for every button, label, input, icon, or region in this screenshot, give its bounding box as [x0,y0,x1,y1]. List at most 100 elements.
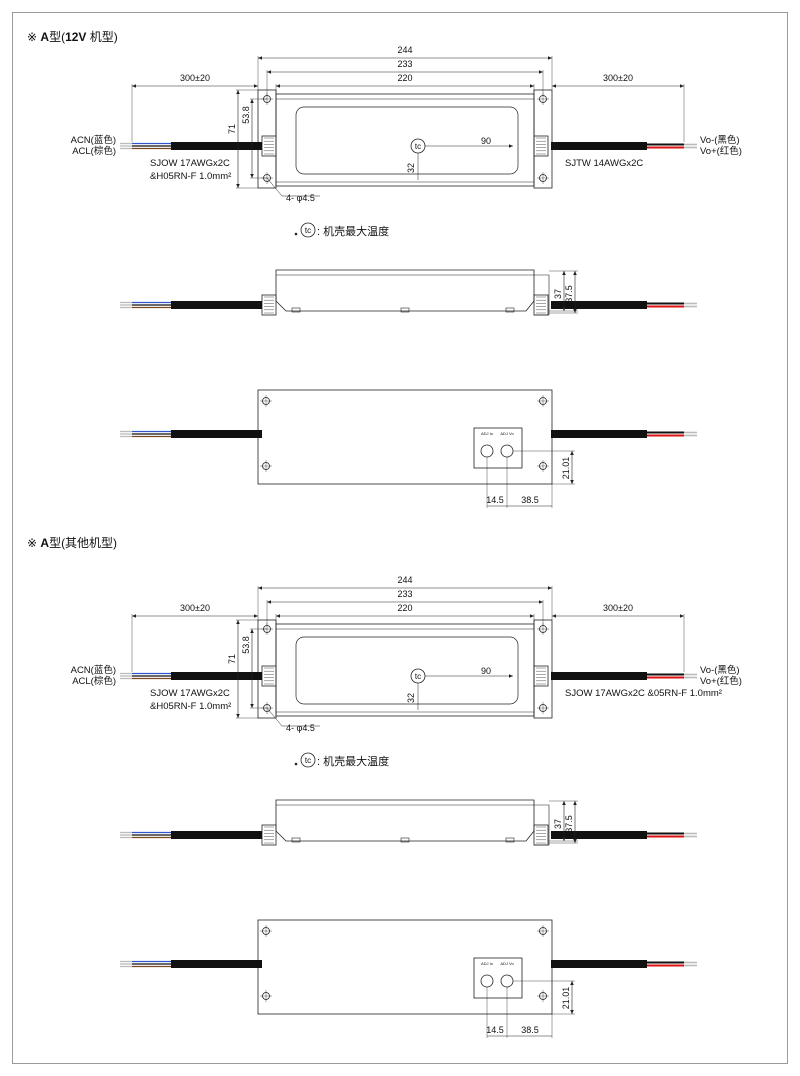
dim-37: 37 [553,289,563,299]
arrowhead [548,586,552,590]
cable-jacket [551,831,647,839]
cable-gland [533,824,549,846]
housing-side [275,799,535,842]
dim-53-8: 53.8 [241,636,251,654]
cable-dc-output [551,301,697,309]
arrowhead [573,271,577,275]
cable-ac-input [120,831,262,839]
arrowhead [562,271,566,275]
arrowhead [132,614,136,618]
bullet [294,232,298,236]
wire-label-vo-plus: Vo+(红色) [700,145,742,157]
cable-ac-input [120,672,262,680]
tc-note-text: : 机壳最大温度 [317,754,389,768]
cable-length-left: 300±20 [180,603,210,613]
gland-outline [533,824,549,846]
housing-bottom [257,919,553,1015]
cable-jacket [171,672,262,680]
arrowhead [258,56,262,60]
arrowhead [250,174,254,178]
dim-71: 71 [227,124,237,134]
arrowhead [509,144,513,148]
tc-symbol: tc [305,756,311,765]
dim-38-5: 38.5 [521,1025,539,1035]
tc-point-icon [300,222,316,238]
cable-gland [261,665,277,687]
cable-ac-input [120,142,262,150]
bullet [294,762,298,766]
arrowhead [267,70,271,74]
arrowhead [680,614,684,618]
section-title-other: ※ A型(其他机型) [27,536,118,550]
cable-jacket [171,430,262,438]
arrowhead [236,620,240,624]
cable-jacket [551,672,647,680]
arrowhead [548,56,552,60]
cable-ac-input [120,301,262,309]
cable-length-left: 300±20 [180,73,210,83]
cable-gland [533,135,549,157]
dim-mount: 233 [397,59,412,69]
tc-note: tc: 机壳最大温度 [294,222,389,238]
arrowhead [530,614,534,618]
arrowhead [562,801,566,805]
dim-overall: 244 [397,575,412,585]
vo-pot-icon [500,974,514,988]
mount-slot [400,307,410,313]
dim-71: 71 [227,654,237,664]
arrowhead [276,614,280,618]
dim-38-5: 38.5 [521,495,539,505]
tc-symbol: tc [415,672,421,681]
arrowhead [573,801,577,805]
cable-spec-right: SJTW 14AWGx2C [565,158,643,169]
cable-ac-input [120,960,262,968]
tc-point-icon [300,752,316,768]
pot-label-io: ADJ Io [481,431,494,436]
tc-note-text: : 机壳最大温度 [317,224,389,238]
hole-callout: 4- φ4.5 [286,723,315,733]
pot-label-vo: ADJ Vo [500,961,514,966]
cable-length-right: 300±20 [603,73,633,83]
arrowhead [539,600,543,604]
cable-jacket [171,831,262,839]
cable-jacket [551,142,647,150]
cable-dc-output [551,430,697,438]
housing-body [275,93,535,187]
arrowhead [552,84,556,88]
mount-slot [505,307,515,313]
wire-label-vo-plus: Vo+(红色) [700,675,742,687]
cable-spec-left: SJOW 17AWGx2C [150,158,230,169]
dim-14-5: 14.5 [486,1025,504,1035]
arrowhead [258,586,262,590]
wire-label-acn: ACN(蓝色) [71,134,116,146]
wire-label-acn: ACN(蓝色) [71,664,116,676]
arrowhead [570,1010,574,1014]
arrowhead [562,837,566,841]
dim-14-5: 14.5 [486,495,504,505]
dim-21-01: 21.01 [561,457,571,480]
cable-jacket [551,960,647,968]
arrowhead [539,70,543,74]
gland-outline [261,824,277,846]
tc-symbol: tc [415,142,421,151]
arrowhead [236,90,240,94]
dim-37-5: 37.5 [564,815,574,833]
dim-body: 220 [397,73,412,83]
wire-label-acl: ACL(棕色) [72,675,116,687]
cable-length-right: 300±20 [603,603,633,613]
cable-dc-output [551,142,697,150]
dim-53-8: 53.8 [241,106,251,124]
cable-spec-left: SJOW 17AWGx2C [150,688,230,699]
dim-32: 32 [406,163,416,173]
cable-dc-output [551,960,697,968]
cable-spec-left: &H05RN-F 1.0mm² [150,171,231,182]
cable-gland [261,824,277,846]
dim-37-5: 37.5 [564,285,574,303]
